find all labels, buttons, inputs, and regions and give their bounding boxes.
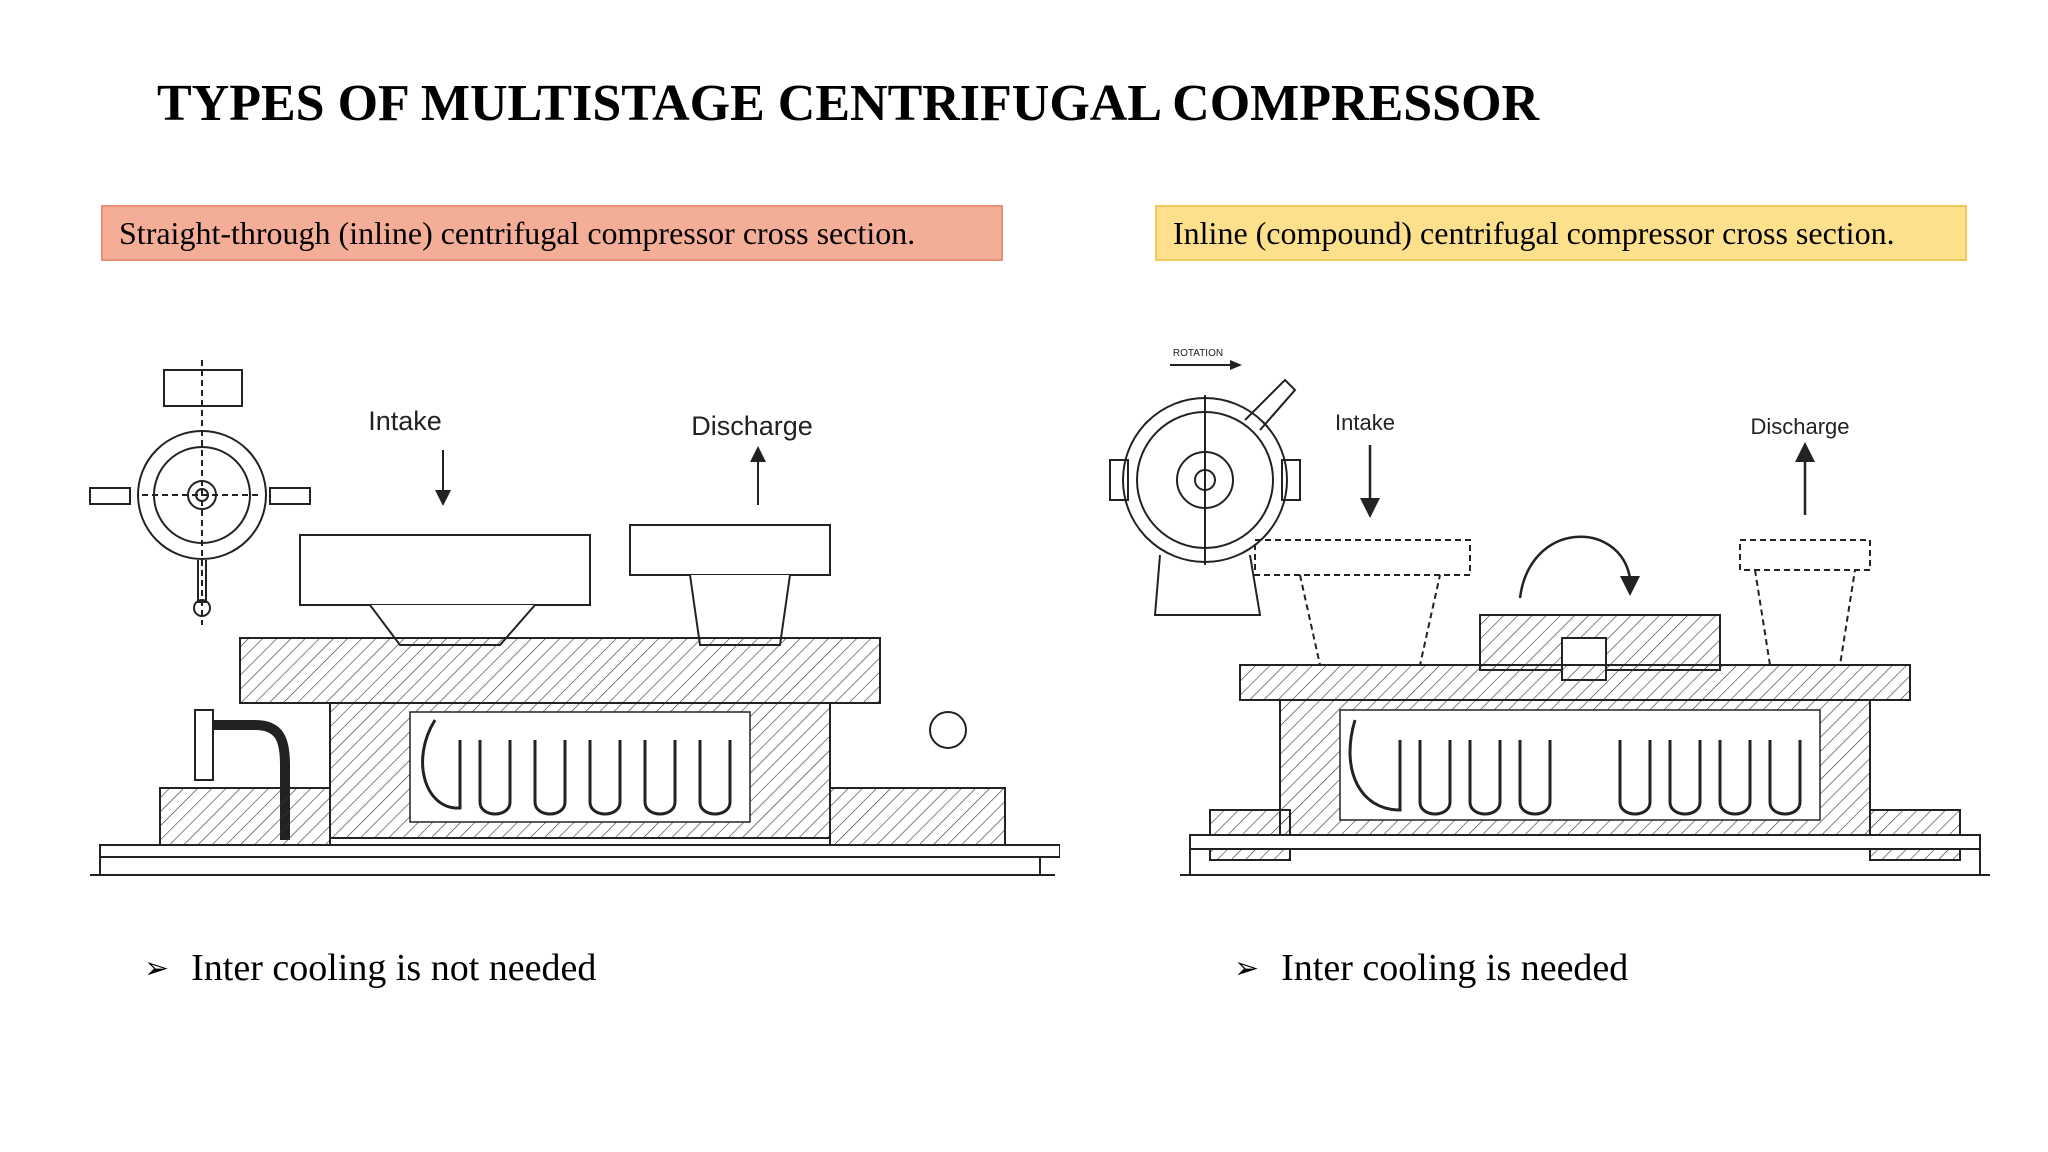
- rotation-arrow-icon: [1230, 360, 1242, 370]
- right-bullet-text: Inter cooling is needed: [1281, 947, 1629, 989]
- compound-compressor-diagram: ROTATION Intake Discharge: [1109, 348, 1990, 876]
- left-discharge-label: Discharge: [691, 411, 813, 441]
- left-bullet: ➢ Inter cooling is not needed: [144, 946, 596, 990]
- right-bullet: ➢ Inter cooling is needed: [1234, 946, 1628, 990]
- right-caption-text: Inline (compound) centrifugal compressor…: [1173, 214, 1895, 251]
- discharge-arrow-icon: [750, 446, 766, 462]
- right-caption: Inline (compound) centrifugal compressor…: [1155, 205, 1967, 261]
- left-caption-text: Straight-through (inline) centrifugal co…: [119, 214, 916, 251]
- right-intake-arrow-icon: [1360, 498, 1380, 518]
- left-bullet-text: Inter cooling is not needed: [191, 947, 597, 989]
- right-discharge-arrow-icon: [1795, 442, 1815, 462]
- end-view-right: [1109, 378, 1301, 616]
- right-discharge-label: Discharge: [1750, 414, 1849, 439]
- slide-title: TYPES OF MULTISTAGE CENTRIFUGAL COMPRESS…: [157, 75, 1540, 132]
- straight-through-compressor-diagram: Intake Discharge: [89, 360, 1060, 876]
- intake-arrow-icon: [435, 490, 451, 506]
- left-caption: Straight-through (inline) centrifugal co…: [101, 205, 1003, 261]
- rotation-label: ROTATION: [1173, 348, 1223, 359]
- crossover-arrow-icon: [1620, 576, 1640, 596]
- end-view-left: [89, 360, 311, 625]
- left-intake-label: Intake: [368, 406, 442, 436]
- bullet-arrow-icon: ➢: [144, 951, 170, 985]
- right-intake-label: Intake: [1335, 410, 1395, 435]
- bullet-arrow-icon: ➢: [1234, 951, 1260, 985]
